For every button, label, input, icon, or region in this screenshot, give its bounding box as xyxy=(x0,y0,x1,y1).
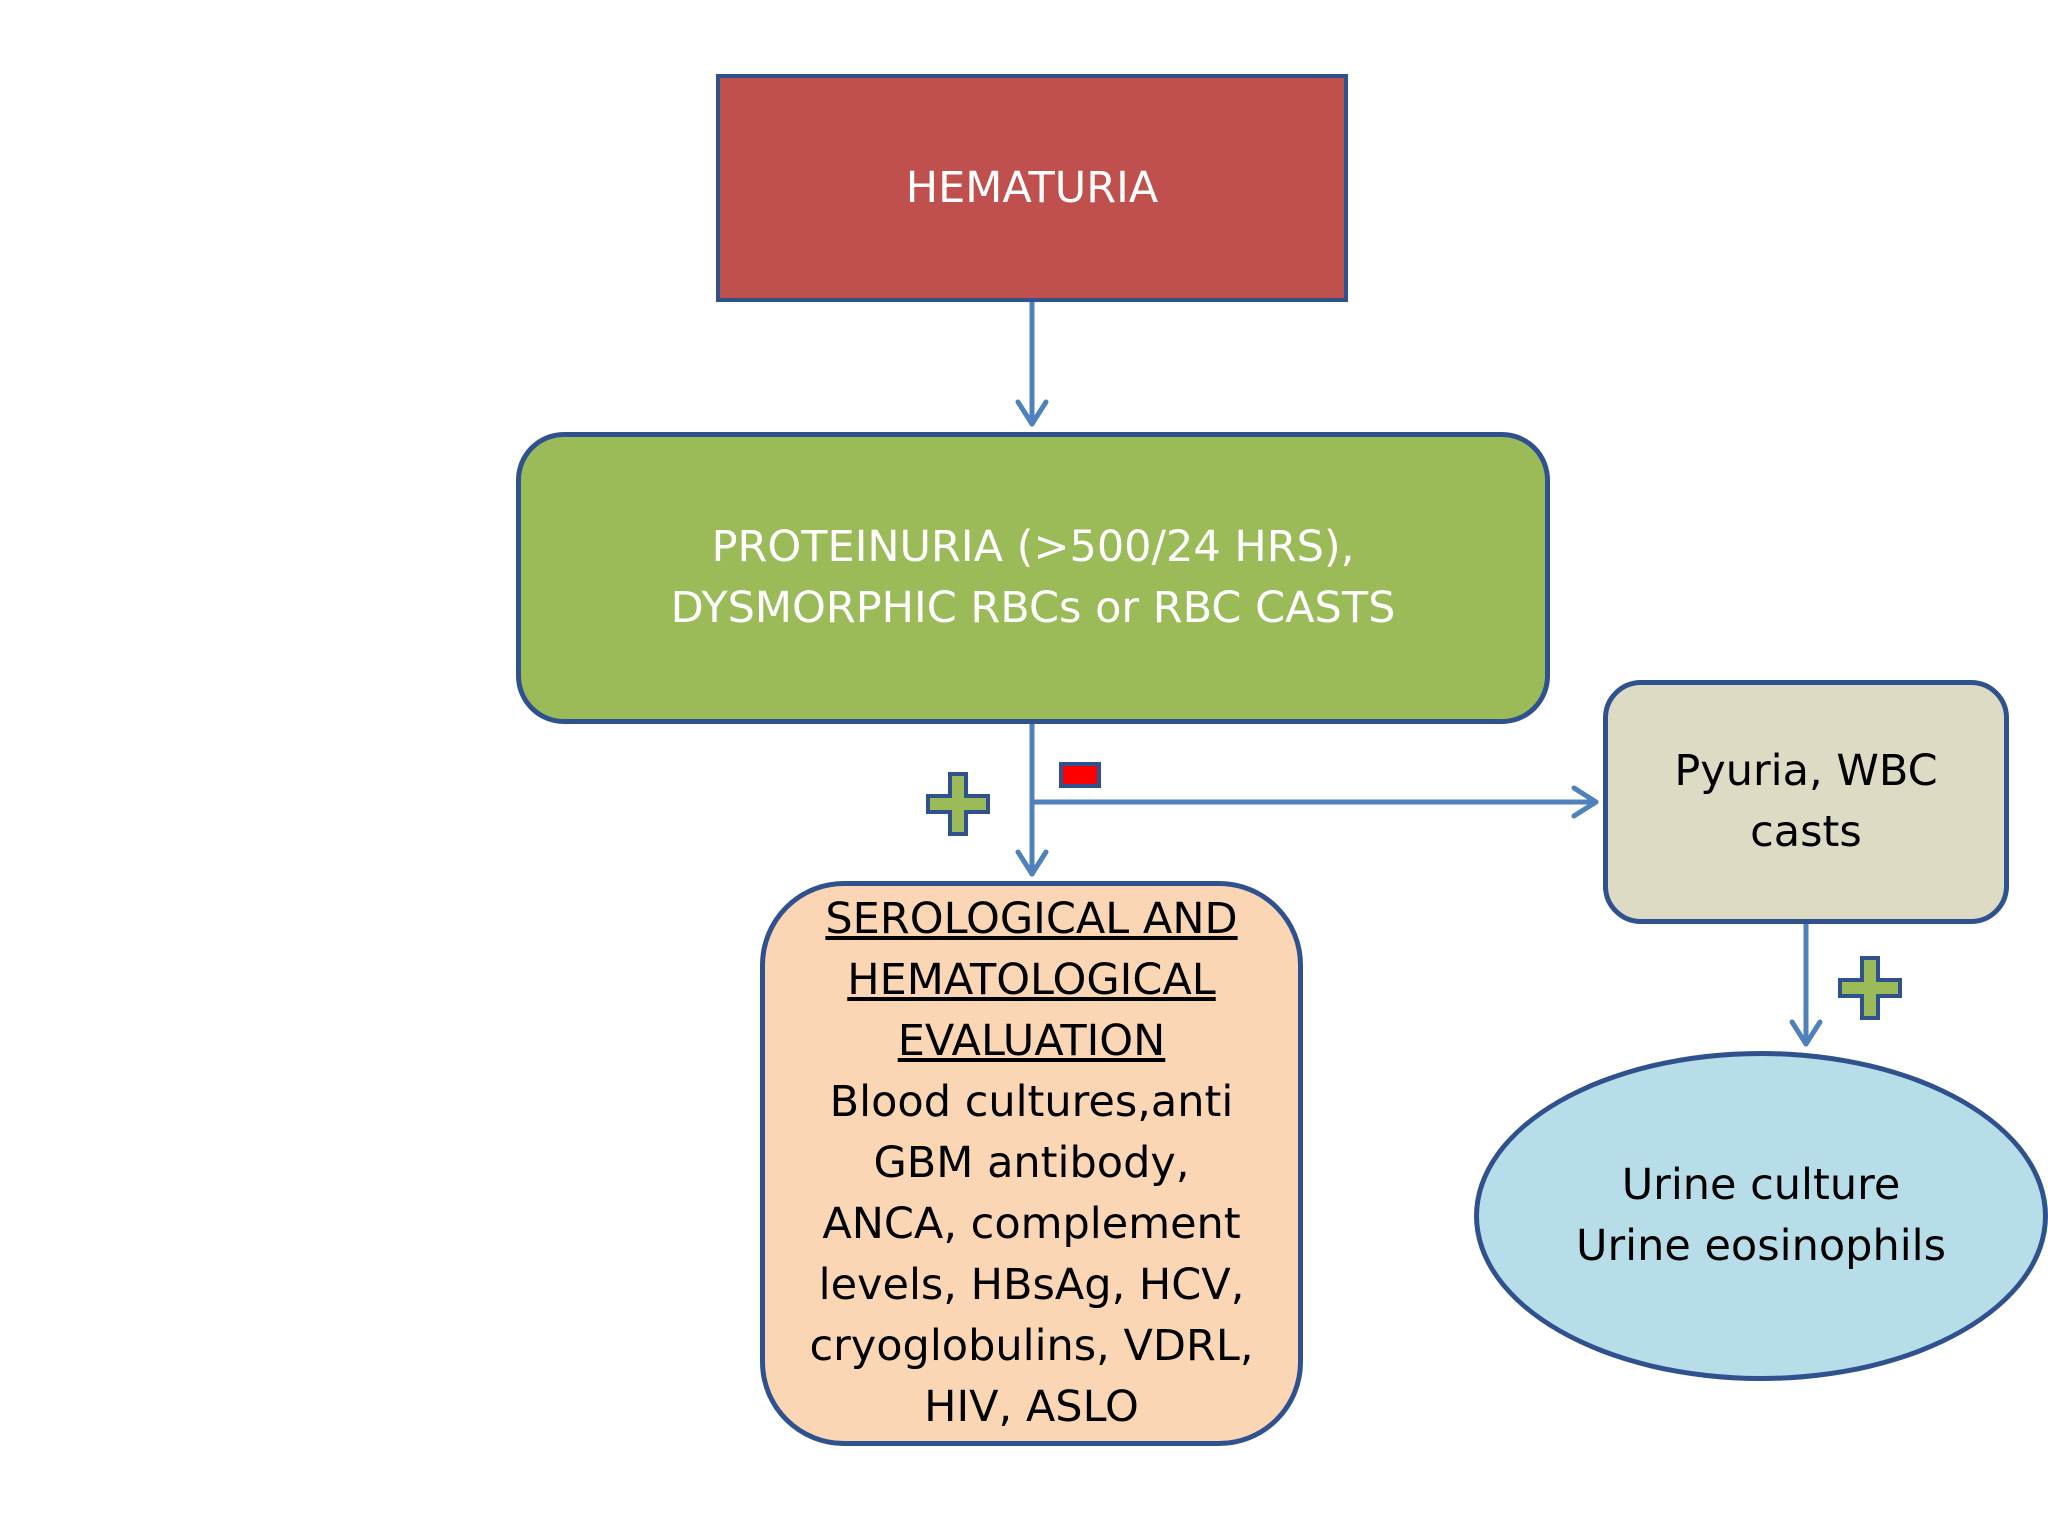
pyuria-line-2: casts xyxy=(1750,807,1862,857)
serology-body-line-6: HIV, ASLO xyxy=(924,1382,1139,1432)
urine-culture-ellipse: Urine culture Urine eosinophils xyxy=(1474,1051,2048,1381)
serology-title-line-2: HEMATOLOGICAL xyxy=(847,955,1216,1005)
proteinuria-line-2: DYSMORPHIC RBCs or RBC CASTS xyxy=(670,583,1396,633)
serology-body-line-2: GBM antibody, xyxy=(873,1138,1190,1188)
arrowhead-pyuria xyxy=(1571,785,1599,819)
minus-icon xyxy=(1059,762,1101,788)
plus-icon xyxy=(926,772,990,836)
culture-line-1: Urine culture xyxy=(1621,1160,1901,1210)
serology-title-line-1: SEROLOGICAL AND xyxy=(825,894,1238,944)
serology-body-line-1: Blood cultures,anti xyxy=(829,1077,1234,1127)
hematuria-label: HEMATURIA xyxy=(905,163,1159,213)
arrowhead-proteinuria xyxy=(1015,399,1049,427)
proteinuria-line-1: PROTEINURIA (>500/24 HRS), xyxy=(711,522,1355,572)
serology-body-line-3: ANCA, complement xyxy=(822,1199,1241,1249)
pyuria-box: Pyuria, WBC casts xyxy=(1603,680,2009,924)
arrowhead-serology xyxy=(1015,849,1049,877)
culture-line-2: Urine eosinophils xyxy=(1576,1221,1946,1271)
proteinuria-box: PROTEINURIA (>500/24 HRS), DYSMORPHIC RB… xyxy=(516,432,1550,724)
hematuria-box: HEMATURIA xyxy=(716,74,1348,302)
serology-body-line-4: levels, HBsAg, HCV, xyxy=(818,1260,1245,1310)
serology-box: SEROLOGICAL AND HEMATOLOGICAL EVALUATION… xyxy=(760,881,1303,1446)
pyuria-line-1: Pyuria, WBC xyxy=(1674,746,1938,796)
serology-title-line-3: EVALUATION xyxy=(897,1016,1166,1066)
serology-body-line-5: cryoglobulins, VDRL, xyxy=(809,1321,1254,1371)
arrowhead-culture xyxy=(1789,1019,1823,1047)
plus-icon xyxy=(1838,956,1902,1020)
